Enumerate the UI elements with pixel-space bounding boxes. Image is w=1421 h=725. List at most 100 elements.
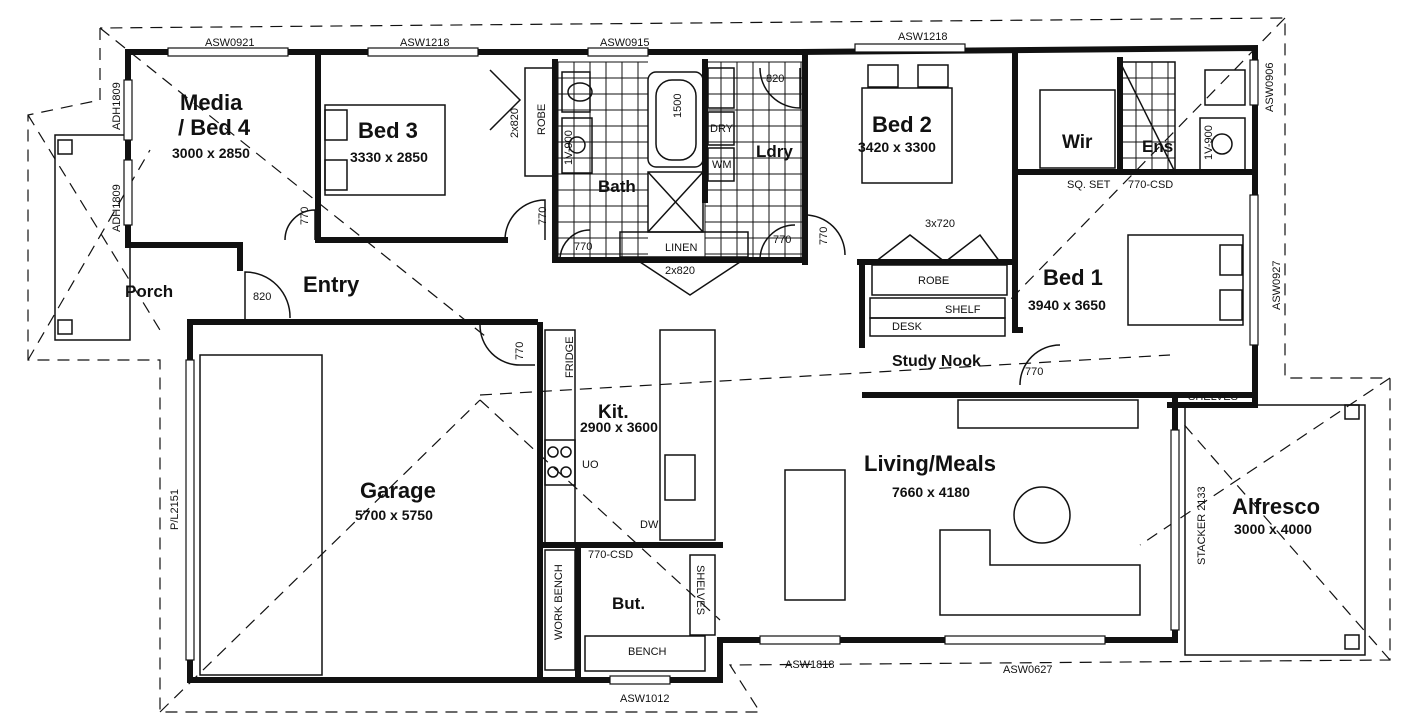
stacker-label: STACKER 2133 [1196, 486, 1208, 565]
alfresco-label: Alfresco [1232, 494, 1320, 519]
uo-label: UO [582, 459, 599, 471]
window-label: ASW0927 [1271, 260, 1283, 310]
fridge-label: FRIDGE [564, 336, 576, 378]
window-label: ASW1218 [400, 37, 450, 49]
bench-label: BENCH [628, 646, 667, 658]
bed2-robe [871, 264, 1008, 296]
cooktop [544, 439, 576, 486]
window-label: ASW0627 [1003, 664, 1053, 676]
laundry-tub [707, 67, 735, 109]
door-label: 770 [818, 227, 830, 245]
coffee-table [1013, 486, 1071, 544]
robe-label: ROBE [536, 104, 548, 135]
bath-label: Bath [598, 177, 636, 196]
bath-vanity [561, 117, 593, 174]
window-label: P/L2151 [169, 489, 181, 530]
bed2-dim: 3420 x 3300 [858, 139, 936, 155]
desk-label: DESK [892, 321, 923, 333]
work-bench [544, 549, 576, 671]
shelves-label: SHELVES [1188, 391, 1238, 403]
dw-label: DW [640, 519, 659, 531]
porch-outline [54, 134, 131, 341]
butler-bench [584, 635, 706, 672]
door-label: 770 [574, 241, 592, 253]
roof-outline [27, 17, 1391, 713]
sofa [939, 529, 1141, 616]
butler-shelves [689, 554, 716, 636]
wir-label: Wir [1062, 132, 1093, 153]
ensuite-toilet [1204, 69, 1246, 106]
shelf-label: SHELF [945, 304, 981, 316]
bed3-label: Bed 3 [358, 118, 418, 143]
alfresco-dim: 3000 x 4000 [1234, 521, 1312, 537]
wir-box [1039, 89, 1116, 169]
door-label: 770 [537, 207, 549, 225]
dining-table [784, 469, 846, 601]
study-label: Study Nook [892, 353, 981, 370]
garage-dim: 5700 x 5750 [355, 507, 433, 523]
window-label: ASW1218 [898, 31, 948, 43]
window-label: ASW0921 [205, 37, 255, 49]
kitchen-sink [664, 454, 696, 501]
kitchen-bench [544, 329, 576, 546]
window-label: ADH1809 [111, 82, 123, 130]
bed3-dim: 3330 x 2850 [350, 149, 428, 165]
sq-set-label: SQ. SET [1067, 179, 1111, 191]
tile-grid [557, 61, 1175, 258]
kitchen-island [659, 329, 716, 541]
fixtures [199, 61, 1246, 676]
annotation-labels: ASW0921 ASW1218 ASW0915 ASW1218 ASW1818 … [111, 31, 1283, 705]
media-dim: 3000 x 2850 [172, 145, 250, 161]
study-shelf [869, 297, 1006, 319]
living-dim: 7660 x 4180 [892, 484, 970, 500]
window-label: ASW0915 [600, 37, 650, 49]
ensuite-shower [1119, 61, 1176, 173]
door-label: 2x820 [665, 265, 695, 277]
linen-cupboard [619, 231, 749, 258]
media-label-2: / Bed 4 [178, 115, 251, 140]
alfresco-outline [1184, 404, 1366, 656]
study-desk [869, 317, 1006, 337]
entry-label: Entry [303, 272, 360, 297]
linen-label: LINEN [665, 242, 697, 254]
bed1-bed [1127, 234, 1244, 326]
garage-label: Garage [360, 478, 436, 503]
bed3-robe [524, 67, 556, 177]
car-space [199, 354, 323, 676]
window-label: ASW1818 [785, 659, 835, 671]
door-label: 820 [766, 73, 784, 85]
bath-toilet [561, 71, 591, 113]
living-label: Living/Meals [864, 451, 996, 476]
shelves-label: SHELVES [694, 565, 706, 615]
bed1-label: Bed 1 [1043, 265, 1103, 290]
but-label: But. [612, 594, 645, 613]
bed2-bed [861, 87, 953, 184]
kit-dim: 2900 x 3600 [580, 419, 658, 435]
windows [123, 43, 1259, 685]
door-swings [244, 67, 1061, 386]
csd-label: 770-CSD [1128, 179, 1173, 191]
bathtub [647, 71, 704, 168]
bed3-bed [324, 104, 446, 196]
porch-label: Porch [125, 282, 173, 301]
vanity-label: 1V-900 [1203, 125, 1215, 160]
tub-label: 1500 [672, 94, 684, 118]
window-label: ADH1809 [111, 184, 123, 232]
ensuite-vanity [1199, 117, 1246, 171]
door-label: 770 [1025, 366, 1043, 378]
ens-label: Ens [1142, 137, 1173, 156]
window-label: ASW0906 [1264, 62, 1276, 112]
door-label: 2x820 [509, 108, 521, 138]
csd-label: 770-CSD [588, 549, 633, 561]
dry-label: DRY [710, 123, 734, 135]
vanity-label: 1V-900 [563, 130, 575, 165]
door-label: 820 [253, 291, 271, 303]
door-label: 770 [299, 207, 311, 225]
door-label: 770 [773, 234, 791, 246]
tv-unit [957, 399, 1139, 429]
door-label: 3x720 [925, 218, 955, 230]
ldry-label: Ldry [756, 142, 793, 161]
bed1-dim: 3940 x 3650 [1028, 297, 1106, 313]
